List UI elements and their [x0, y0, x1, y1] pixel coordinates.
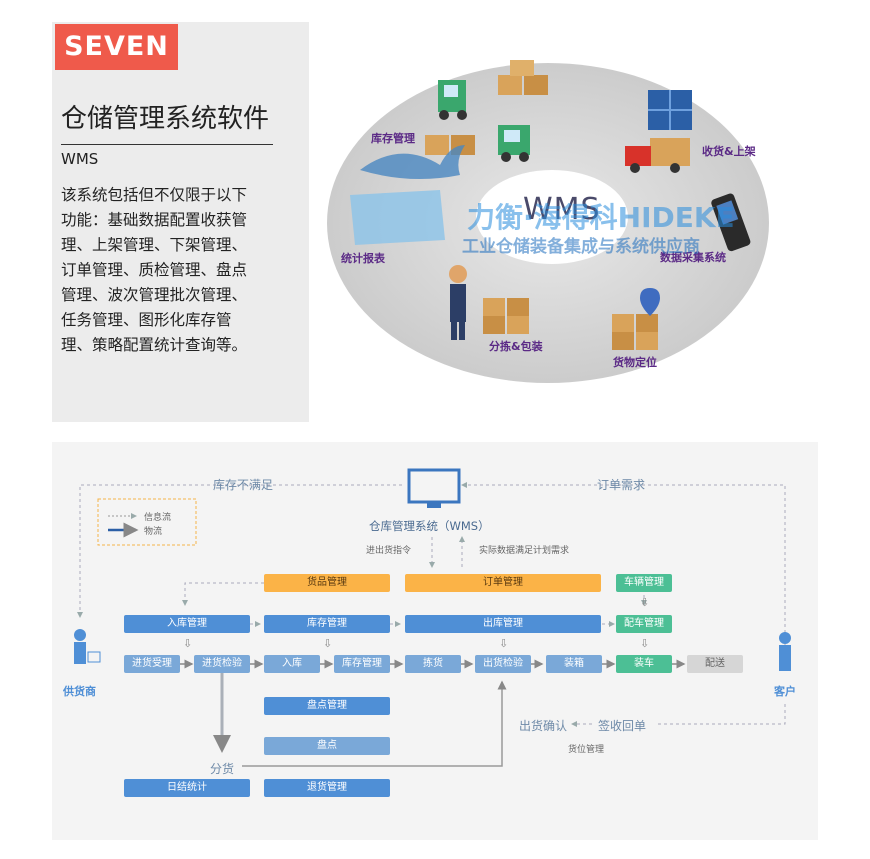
count-management-box: 盘点管理: [264, 697, 390, 715]
sign-back-label: 签收回单: [598, 719, 647, 733]
order-management-box: 订单管理: [405, 574, 601, 592]
ring-label-locating: 货物定位: [613, 356, 657, 369]
flow-step-loading: 装车: [616, 655, 672, 673]
customer-person-icon: [779, 632, 791, 671]
outbound-management-box: 出库管理: [405, 615, 601, 633]
down-arrow-icon: ⇩: [183, 637, 193, 650]
ring-label-picking: 分拣&包装: [489, 340, 543, 353]
flow-step-receiving-accept: 进货受理: [124, 655, 180, 673]
intro-panel: [52, 22, 309, 422]
wms-ring-illustration: [327, 60, 769, 383]
down-arrow-icon: ⇩: [499, 637, 509, 650]
description-text: 该系统包括但不仅限于以下功能：基础数据配置收获管理、上架管理、下架管理、订单管理…: [61, 186, 248, 354]
supplier-person-icon: [74, 629, 101, 664]
flow-step-packing: 装箱: [546, 655, 602, 673]
vehicle-management-box: 车辆管理: [616, 574, 672, 592]
monitor-icon: [407, 468, 461, 508]
stock-management-box: 库存管理: [264, 615, 390, 633]
flow-step-picking: 拣货: [405, 655, 461, 673]
in-out-command-label: 进出货指令: [366, 546, 412, 556]
location-pin-boxes-icon: [612, 288, 660, 350]
flow-step-putaway: 入库: [264, 655, 320, 673]
count-box: 盘点: [264, 737, 390, 755]
truck-icon: [625, 138, 690, 173]
split-label: 分货: [210, 762, 235, 776]
forklift-icon-2: [498, 125, 530, 162]
customer-label: 客户: [774, 685, 796, 698]
flow-step-ship-inspect: 出货检验: [475, 655, 531, 673]
down-arrow-icon: ⇩: [640, 596, 650, 609]
inbound-management-box: 入库管理: [124, 615, 250, 633]
goods-management-box: 货品管理: [264, 574, 390, 592]
down-arrow-icon: ⇩: [323, 637, 333, 650]
ring-label-data: 数据采集系统: [660, 251, 726, 264]
watermark-tagline: 工业仓储装备集成与系统供应商: [462, 237, 700, 257]
flow-step-delivery: 配送: [687, 655, 743, 673]
wms-center-label: WMS: [523, 192, 601, 227]
boxes-icon-2: [425, 135, 475, 155]
title-divider: [61, 144, 273, 145]
handheld-scanner-icon: [711, 193, 751, 252]
flow-step-stock: 库存管理: [334, 655, 390, 673]
order-demand-label: 订单需求: [597, 478, 646, 492]
page-title: 仓储管理系统软件: [61, 104, 270, 134]
ring-label-inventory: 库存管理: [371, 132, 415, 145]
ring-label-receiving: 收货&上架: [702, 145, 756, 158]
seven-badge: SEVEN: [55, 24, 178, 70]
worker-icon: [449, 265, 467, 340]
box-with-whale-logo-icon: [350, 145, 465, 245]
down-arrow-icon: ⇩: [640, 637, 650, 650]
daily-stats-box: 日结统计: [124, 779, 250, 797]
return-management-box: 退货管理: [264, 779, 390, 797]
flow-connectors: [74, 468, 791, 767]
flow-diagram-panel: [52, 442, 818, 840]
legend-goods-label: 物流: [144, 527, 163, 537]
page-subtitle: WMS: [61, 150, 99, 168]
flow-step-receiving-inspect: 进货检验: [194, 655, 250, 673]
shelf-icon: [648, 90, 692, 130]
legend-info-label: 信息流: [144, 513, 172, 523]
ship-confirm-label: 出货确认: [519, 719, 568, 733]
watermark-brand: 力衡·海得科HIDEKE: [467, 201, 735, 234]
wms-system-label: 仓库管理系统（WMS）: [369, 519, 490, 533]
ring-hole: [476, 170, 628, 264]
dispatch-management-box: 配车管理: [616, 615, 672, 633]
location-management-label: 货位管理: [568, 745, 605, 755]
pallet-boxes-icon: [483, 298, 529, 334]
boxes-icon: [498, 60, 548, 95]
stock-short-label: 库存不满足: [213, 478, 274, 492]
forklift-icon: [438, 80, 467, 120]
ring-label-stats: 统计报表: [341, 252, 385, 265]
actual-data-label: 实际数据满足计划需求: [479, 546, 570, 556]
supplier-label: 供货商: [63, 685, 96, 698]
